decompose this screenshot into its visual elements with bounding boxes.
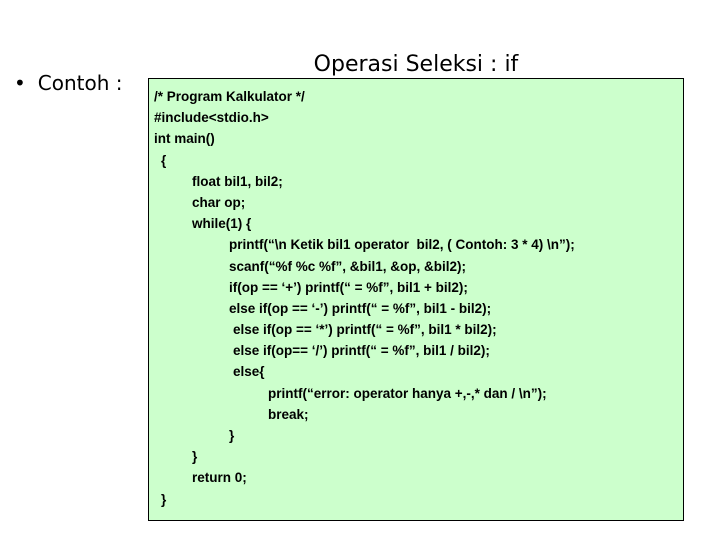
code-line: }: [229, 428, 235, 443]
code-line: return 0;: [192, 470, 247, 486]
page-title: Operasi Seleksi : if: [313, 52, 519, 77]
bullet-marker-icon: •: [14, 71, 26, 95]
code-line: scanf(“%f %c %f”, &bil1, &op, &bil2);: [229, 258, 467, 274]
code-line: #include<stdio.h>: [154, 110, 269, 126]
code-line: break;: [268, 406, 309, 422]
code-line: if(op == ‘+’) printf(“ = %f”, bil1 + bil…: [229, 279, 468, 295]
code-line: printf(“error: operator hanya +,-,* dan …: [268, 385, 547, 401]
code-block: /* Program Kalkulator */ #include<stdio.h…: [148, 78, 684, 521]
code-line: }: [161, 491, 167, 507]
code-line: char op;: [192, 194, 246, 210]
code-line: else if(op == ‘*’) printf(“ = %f”, bil1 …: [233, 322, 497, 338]
code-line-list: /* Program Kalkulator */ #include<stdio.h…: [149, 79, 683, 510]
code-line: else if(op== ‘/’) printf(“ = %f”, bil1 /…: [233, 343, 490, 359]
code-line: else{: [233, 364, 265, 380]
code-line: printf(“\n Ketik bil1 operator bil2, ( C…: [229, 237, 575, 253]
code-line: else if(op == ‘-’) printf(“ = %f”, bil1 …: [229, 300, 492, 316]
code-line: /* Program Kalkulator */: [154, 89, 305, 104]
bullet-label: Contoh :: [37, 71, 123, 95]
code-line: while(1) {: [192, 216, 252, 232]
code-line: {: [161, 152, 167, 168]
code-line: int main(): [154, 131, 215, 147]
code-line: float bil1, bil2;: [192, 173, 283, 189]
code-line: }: [192, 449, 198, 465]
bullet-contoh: • Contoh :: [14, 72, 123, 94]
